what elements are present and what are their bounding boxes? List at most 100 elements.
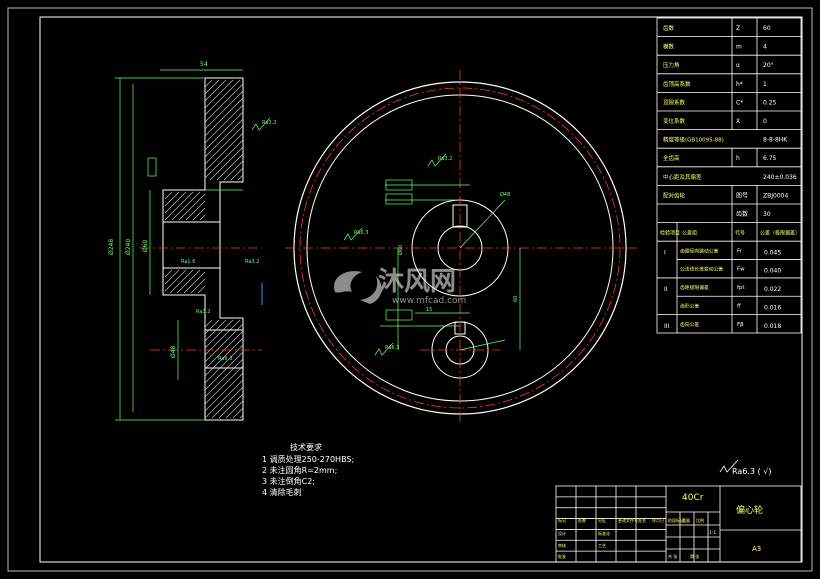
param-name: 配对齿轮 — [663, 191, 686, 199]
param-row: 全齿高 h 6.75 — [663, 154, 777, 162]
tol-value: 0.040 — [764, 268, 781, 275]
param-name: 全齿高 — [663, 154, 680, 162]
param-name: 齿顶高系数 — [663, 80, 691, 88]
tol-value: 0.018 — [764, 323, 781, 330]
tol-code: fpt — [737, 285, 745, 291]
param-symbol: 图号 — [736, 192, 748, 199]
param-name: 顶隙系数 — [663, 98, 686, 106]
param-value: 0 — [763, 118, 767, 125]
dim-front-phi48: Ø48 — [500, 191, 510, 198]
tol-item: 齿圈径向跳动公差 — [680, 247, 719, 254]
tol-code: Fβ — [737, 322, 744, 328]
param-symbol: X — [736, 118, 740, 125]
param-name: 精度等级(GB10095-88) — [663, 136, 724, 144]
dim-phi240: Ø240 — [125, 239, 132, 255]
title-block-label: 处数 — [578, 517, 586, 523]
left-dimensions — [115, 69, 243, 421]
title-block-label: 标记 — [558, 517, 566, 523]
tol-group: I — [664, 249, 666, 256]
inner-frame — [39, 16, 803, 563]
title-block-label: 重量 — [682, 517, 690, 523]
tol-code: Fr — [737, 248, 743, 254]
param-name: 压力角 — [663, 61, 680, 69]
title-block-label: 共 张 — [668, 553, 677, 559]
tech-req-title: 技术要求 — [290, 442, 322, 452]
param-value: 20° — [763, 62, 774, 69]
watermark-logo-icon — [334, 271, 382, 304]
param-value: 0.25 — [763, 99, 777, 106]
param-name: 中心距及其偏差 — [663, 173, 702, 181]
title-block-label: 标准化 — [598, 530, 610, 536]
dim-front-15a: 15 — [426, 307, 432, 313]
dim-phi60: Ø60 — [142, 239, 149, 252]
tol-value: 0.045 — [764, 249, 781, 256]
ra-left-3: Ra3.2 — [245, 259, 259, 265]
title-block-label: 年月日 — [652, 517, 664, 523]
dim-phi48: Ø48 — [170, 345, 177, 358]
ra-front-3: Ra6.3 — [385, 345, 399, 351]
tol-hdr-item: 检验项目 — [660, 230, 680, 237]
param-row: 配对齿轮 图号 ZBJ0004 — [663, 191, 788, 199]
section-hatch — [164, 79, 244, 419]
param-symbol: m — [736, 44, 742, 51]
param-row: 变位系数 X 0 — [663, 117, 767, 125]
datum-box-left — [147, 157, 157, 177]
tol-value: 0.016 — [764, 304, 781, 311]
tol-hdr-code: 代号 — [735, 230, 745, 237]
ra-symbol-left — [251, 117, 271, 131]
part-name-label: 偏心轮 — [736, 504, 763, 516]
dim-54: 54 — [200, 61, 208, 68]
watermark-title: 沐风网 — [378, 267, 456, 297]
param-symbol: Z — [736, 25, 740, 32]
param-name: 变位系数 — [663, 117, 686, 125]
ra-left-4: Ra3.2 — [196, 309, 210, 315]
ra-symbol-front-1 — [427, 153, 447, 167]
ra-front-1: Ra3.2 — [438, 156, 452, 162]
tech-req-4: 4 清除毛刺 — [262, 487, 302, 497]
front-dimensions — [380, 179, 521, 351]
param-symbol: α — [736, 62, 740, 69]
param-row: 压力角 α 20° — [663, 61, 774, 69]
param-symbol: h* — [736, 81, 743, 88]
param-symbol: h — [736, 155, 740, 162]
param-value: 6.75 — [763, 155, 777, 162]
tol-hdr-group: 公差组 — [682, 230, 697, 237]
ra-symbol-front-3 — [374, 342, 394, 356]
param-row: 顶隙系数 C* 0.25 — [663, 98, 777, 106]
watermark: 沐风网 www.mfcad.com — [334, 267, 466, 306]
dim-front-phi60: Ø60 — [397, 245, 404, 255]
section-view — [162, 77, 244, 421]
title-block-label: 批准 — [558, 553, 566, 559]
dim-phi248: Ø248 — [108, 239, 115, 255]
tol-group: II — [664, 286, 668, 293]
param-value: 8-8-8HK — [763, 137, 788, 144]
sheet-code-label: A3 — [752, 545, 761, 553]
tech-req-1: 1 调质处理250-270HBS; — [262, 454, 354, 464]
param-name: 齿数 — [663, 24, 675, 32]
gear-pitch-circle — [299, 87, 621, 409]
ra-front-2: Ra6.3 — [354, 230, 368, 236]
scale-label: 1:1 — [709, 530, 716, 536]
surface-finish-icon — [719, 459, 739, 473]
tol-item: 齿形公差 — [680, 302, 699, 309]
watermark-url: www.mfcad.com — [392, 296, 466, 306]
param-symbol: 齿数 — [736, 210, 748, 218]
tol-hdr-value: 公差（极限偏差） — [760, 230, 800, 237]
tol-code: ff — [737, 303, 741, 309]
param-name: 模数 — [663, 43, 675, 51]
param-value: ZBJ0004 — [763, 192, 788, 199]
title-block-label: 分区 — [598, 517, 606, 523]
material-label: 40Cr — [682, 493, 704, 503]
surface-finish-note: Ra6.3 ( √) — [732, 467, 771, 476]
title-block-label: 阶段标记 — [668, 517, 684, 523]
tol-item: 齿向公差 — [680, 321, 699, 328]
ra-symbol-front-2 — [343, 227, 363, 241]
param-symbol: C* — [736, 99, 743, 106]
